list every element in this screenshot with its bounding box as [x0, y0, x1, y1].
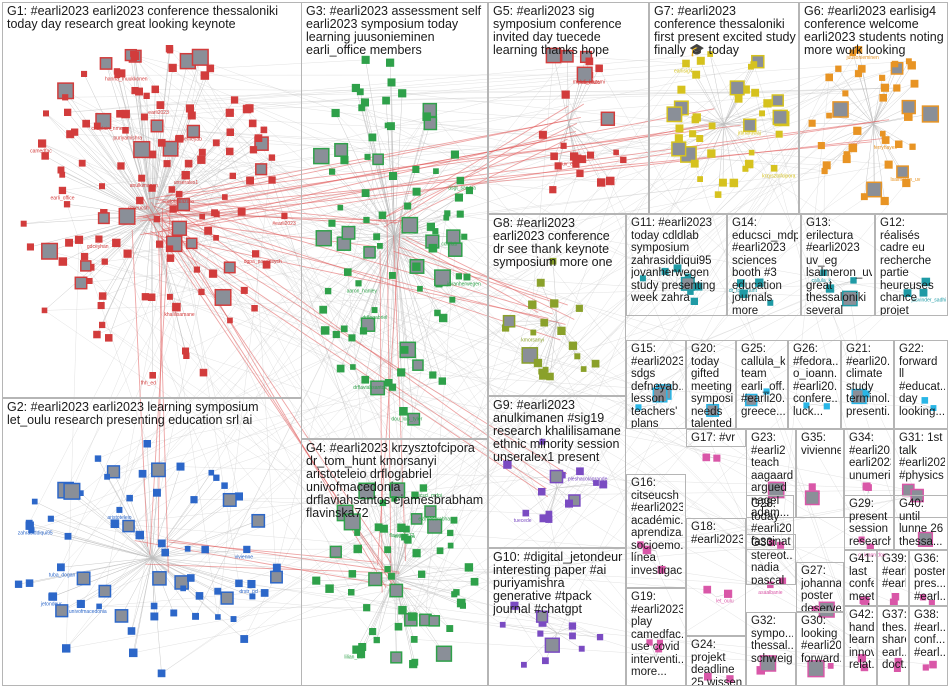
- group-box-g17: G17: #vr ...: [686, 429, 746, 447]
- group-label-g16: G16: citseucsh #earli2023 académic... ap…: [631, 477, 683, 577]
- group-box-g22: G22: forward ll #educat... day looking..…: [894, 340, 948, 429]
- group-box-g8: G8: #earli2023 earli2023 conference dr s…: [488, 214, 626, 396]
- group-box-g20: G20: today gifted meeting symposium need…: [686, 340, 736, 429]
- group-box-g2: G2: #earli2023 earli2023 learning sympos…: [2, 398, 302, 686]
- group-box-g40: G40: until lunne 26 thessa...: [894, 495, 948, 550]
- group-box-g12: G12: réalisés cadre eu recherche partie …: [875, 214, 948, 316]
- group-label-g37: G37: thes... share earl... doct...: [882, 609, 906, 672]
- group-label-g2: G2: #earli2023 earli2023 learning sympos…: [7, 401, 299, 427]
- group-label-g14: G14: educsci_mdpi #earli2023 sciences bo…: [732, 217, 798, 316]
- group-label-g5: G5: #earli2023 sig symposium conference …: [493, 5, 646, 57]
- group-box-g27: G27: johanna poster deserve...: [796, 562, 844, 612]
- group-box-g36: G36: poster pres... #earl... pow...: [909, 550, 948, 606]
- group-label-g24: G24: projekt deadline 25 wissen die #ear…: [691, 639, 743, 686]
- group-box-g25: G25: callula_k team earli_off... #earli2…: [736, 340, 788, 429]
- group-label-g25: G25: callula_k team earli_off... #earli2…: [741, 343, 785, 418]
- group-box-g7: G7: #earli2023 conference thessaloniki f…: [649, 2, 799, 214]
- group-label-g18: G18: #earli2023: [691, 521, 743, 546]
- group-box-g42: G42: hand learni... innov... relat...: [844, 606, 877, 686]
- group-box-g38: G38: #earl... conf... #earl...: [909, 606, 948, 686]
- group-label-g19: G19: #earli2023 play camedfac... use cov…: [631, 591, 683, 679]
- group-label-g31: G31: 1st talk #earli2023 #physics: [899, 432, 945, 482]
- group-box-g35: G35: vivienne's: [796, 429, 844, 518]
- group-box-g13: G13: erilectura #earli2023 uv_eg lsalmer…: [801, 214, 875, 316]
- group-box-g5: G5: #earli2023 sig symposium conference …: [488, 2, 649, 214]
- group-label-g9: G9: #earli2023 anulkimanen #sig19 resear…: [493, 399, 623, 464]
- group-box-g15: G15: #earli2023 sdgs defneyab... lesson …: [626, 340, 686, 429]
- group-label-g29: G29: present session research...: [849, 498, 891, 548]
- group-box-g3: G3: #earli2023 assessment self earli2023…: [301, 2, 488, 439]
- group-label-g30: G30: looking #earli20... forward...: [801, 615, 841, 665]
- group-box-g14: G14: educsci_mdpi #earli2023 sciences bo…: [727, 214, 801, 316]
- group-label-g38: G38: #earl... conf... #earl...: [914, 609, 945, 659]
- group-label-g39: G39: #earl... #earl...: [882, 553, 906, 591]
- group-box-g9: G9: #earli2023 anulkimanen #sig19 resear…: [488, 396, 626, 548]
- group-label-g7: G7: #earli2023 conference thessaloniki f…: [654, 5, 796, 57]
- group-label-g27: G27: johanna poster deserve...: [801, 565, 841, 612]
- group-box-g21: G21: #earli20... climate study terminol.…: [841, 340, 894, 429]
- group-box-g32: G32: sympo... thessal... schweig...: [746, 612, 796, 686]
- node-avatar: [703, 454, 710, 461]
- group-box-g29: G29: present session research...: [844, 495, 894, 550]
- group-box-g24: G24: projekt deadline 25 wissen die #ear…: [686, 636, 746, 686]
- group-box-g33: G33: stereot... nadia pascal larac...: [746, 534, 796, 585]
- group-label-g36: G36: poster pres... #earl... pow...: [914, 553, 945, 606]
- group-label-g41: G41: last confe... meeti... work...: [849, 553, 874, 606]
- group-box-g18: G18: #earli2023: [686, 518, 746, 636]
- group-box-g26: G26: #fedora... o_ioann... #earli20... c…: [788, 340, 841, 429]
- group-box-g11: G11: #earli2023 today cdldlab symposium …: [626, 214, 727, 316]
- group-label-g21: G21: #earli20... climate study terminol.…: [846, 343, 891, 418]
- group-box-g16: G16: citseucsh #earli2023 académic... ap…: [626, 474, 686, 588]
- node-avatar: [714, 455, 721, 462]
- group-label-g10: G10: #digital_jetondeur interesting pape…: [493, 551, 623, 616]
- group-label-g26: G26: #fedora... o_ioann... #earli20... c…: [793, 343, 838, 418]
- group-label-g22: G22: forward ll #educat... day looking..…: [899, 343, 945, 418]
- group-label-g13: G13: erilectura #earli2023 uv_eg lsalmer…: [806, 217, 872, 316]
- group-label-g17: G17: #vr ...: [691, 432, 743, 447]
- group-box-g39: G39: #earl... #earl...: [877, 550, 909, 606]
- group-label-g40: G40: until lunne 26 thessa...: [899, 498, 945, 548]
- group-label-g3: G3: #earli2023 assessment self earli2023…: [306, 5, 485, 57]
- group-label-g20: G20: today gifted meeting symposium need…: [691, 343, 733, 429]
- group-label-g8: G8: #earli2023 earli2023 conference dr s…: [493, 217, 623, 269]
- group-label-g6: G6: #earli2023 earlisig4 conference welc…: [804, 5, 945, 57]
- group-label-g1: G1: #earli2023 earli2023 conference thes…: [7, 5, 299, 31]
- group-label-g4: G4: #earli2023 krzysztofcipora dr_tom_hu…: [306, 442, 485, 520]
- group-label-g12: G12: réalisés cadre eu recherche partie …: [880, 217, 945, 316]
- group-box-g1: G1: #earli2023 earli2023 conference thes…: [2, 2, 302, 398]
- group-box-g10: G10: #digital_jetondeur interesting pape…: [488, 548, 626, 686]
- group-label-g35: G35: vivienne's: [801, 432, 841, 457]
- node-label: asaalbanie: [758, 590, 782, 596]
- group-label-g11: G11: #earli2023 today cdldlab symposium …: [631, 217, 724, 305]
- group-box-g30: G30: looking #earli20... forward...: [796, 612, 844, 686]
- group-label-g32: G32: sympo... thessal... schweig...: [751, 615, 793, 665]
- group-label-g34: G34: #earli20... earli2023 unumeri...: [849, 432, 891, 482]
- group-box-g6: G6: #earli2023 earlisig4 conference welc…: [799, 2, 948, 214]
- group-label-g33: G33: stereot... nadia pascal larac...: [751, 537, 793, 585]
- group-label-g15: G15: #earli2023 sdgs defneyab... lesson …: [631, 343, 683, 429]
- group-box-g4: G4: #earli2023 krzysztofcipora dr_tom_hu…: [301, 439, 488, 686]
- group-box-g41: G41: last confe... meeti... work...: [844, 550, 877, 606]
- group-box-g19: G19: #earli2023 play camedfac... use cov…: [626, 588, 686, 686]
- group-label-g42: G42: hand learni... innov... relat...: [849, 609, 874, 672]
